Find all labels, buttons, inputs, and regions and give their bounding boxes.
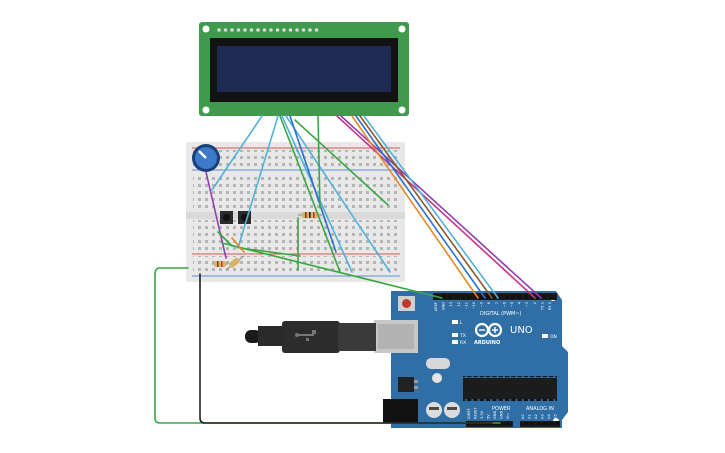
lcd-display-module[interactable]	[199, 22, 409, 116]
push-button-icon[interactable]	[220, 211, 233, 224]
resistor-icon	[225, 255, 245, 271]
wire-green	[217, 231, 233, 247]
capacitor-icon	[444, 402, 460, 418]
pin-label: RX 0	[548, 301, 552, 310]
board-model-label: UNO	[510, 325, 533, 336]
wire-magenta	[336, 115, 536, 299]
analog-header-label: ANALOG IN	[526, 406, 554, 412]
lcd-pin	[288, 28, 293, 32]
wire-brown	[359, 115, 493, 299]
capacitor-icon	[432, 373, 442, 383]
lcd-pin	[243, 28, 247, 32]
pin-label: Vin	[506, 413, 510, 419]
pin-label: ~9	[480, 301, 484, 307]
lcd-header-pins	[217, 28, 319, 32]
pin-label: RESET	[474, 407, 478, 419]
lcd-pin	[236, 28, 241, 32]
wire-purple	[340, 115, 542, 299]
usb-cable-icon	[245, 321, 376, 353]
lcd-pin	[308, 28, 312, 32]
lcd-pin	[275, 28, 280, 32]
brand-label: ARDUINO	[474, 340, 500, 346]
reset-button-icon[interactable]	[398, 296, 415, 311]
pin-label: 7	[495, 302, 499, 304]
crystal-oscillator	[426, 358, 450, 369]
wire-blue	[355, 115, 486, 299]
lcd-screen	[217, 46, 391, 92]
pin-label: IOREF	[467, 408, 471, 419]
pin-label: 3.3V	[480, 410, 484, 419]
pin-label: A5	[554, 414, 558, 419]
lcd-pin	[301, 28, 306, 32]
lcd-pin	[314, 28, 319, 32]
wire-cyan	[237, 115, 279, 249]
wire-green	[294, 119, 389, 206]
lcd-pin	[262, 28, 267, 32]
wire-black-ground	[199, 273, 493, 424]
pin-label: 8	[487, 301, 491, 304]
wire-green	[279, 115, 341, 273]
lcd-pin	[282, 28, 286, 32]
lcd-pin	[217, 28, 221, 32]
wire-green	[317, 115, 321, 209]
pin-label: ~11	[464, 302, 468, 310]
lcd-pin	[295, 28, 299, 32]
potentiometer-icon[interactable]	[192, 144, 220, 172]
lcd-pin	[256, 28, 260, 32]
pin-label: 4	[518, 301, 522, 304]
on-led-label: ON	[550, 334, 557, 340]
pin-label: GND	[442, 302, 446, 310]
lcd-pin	[230, 28, 234, 32]
wire-green	[239, 247, 301, 257]
digital-header-label: DIGITAL (PWM~)	[480, 311, 522, 317]
power-header-label: POWER	[492, 406, 511, 412]
wire-blue	[289, 115, 337, 253]
pin-label: ~10	[472, 301, 476, 309]
wire-orange	[231, 237, 245, 253]
infinity-logo-icon	[474, 322, 503, 338]
l-led-label: L	[460, 320, 463, 326]
rx-led-label: RX	[460, 340, 466, 346]
pin-label: 5V	[487, 414, 491, 419]
wire-cyan	[363, 115, 499, 299]
resistor-icon	[212, 261, 228, 267]
pin-label: A4	[547, 414, 551, 419]
jumper-wires	[154, 115, 542, 424]
microcontroller-chip-icon	[463, 376, 557, 401]
wire-green-power	[154, 267, 501, 424]
lcd-pin	[249, 28, 254, 32]
pin-label: TX 1	[540, 302, 544, 311]
lcd-pin	[269, 28, 273, 32]
pin-label: GND	[493, 411, 497, 419]
wire-cyan	[285, 115, 391, 273]
voltage-regulator	[398, 377, 414, 392]
pin-label: A3	[541, 414, 545, 419]
wire-orange	[351, 115, 479, 299]
capacitor-icon	[426, 402, 442, 418]
pin-label: 12	[457, 302, 461, 307]
tx-led-label: TX	[459, 333, 466, 339]
pin-label: ~5	[510, 302, 514, 307]
pin-label: 13	[449, 302, 453, 307]
wire-cyan	[211, 115, 263, 191]
wire-green	[221, 242, 443, 299]
power-jack-icon	[383, 399, 418, 423]
pin-label: ~6	[502, 301, 506, 307]
lcd-pin	[223, 28, 228, 32]
pin-label: AREF	[434, 302, 438, 311]
pin-label: A0	[521, 414, 525, 419]
pin-label: 2	[533, 302, 537, 304]
pin-label: A1	[528, 414, 532, 419]
pin-label: ~3	[525, 302, 529, 307]
pin-label: GND	[500, 411, 504, 419]
pin-label: A2	[534, 414, 538, 419]
